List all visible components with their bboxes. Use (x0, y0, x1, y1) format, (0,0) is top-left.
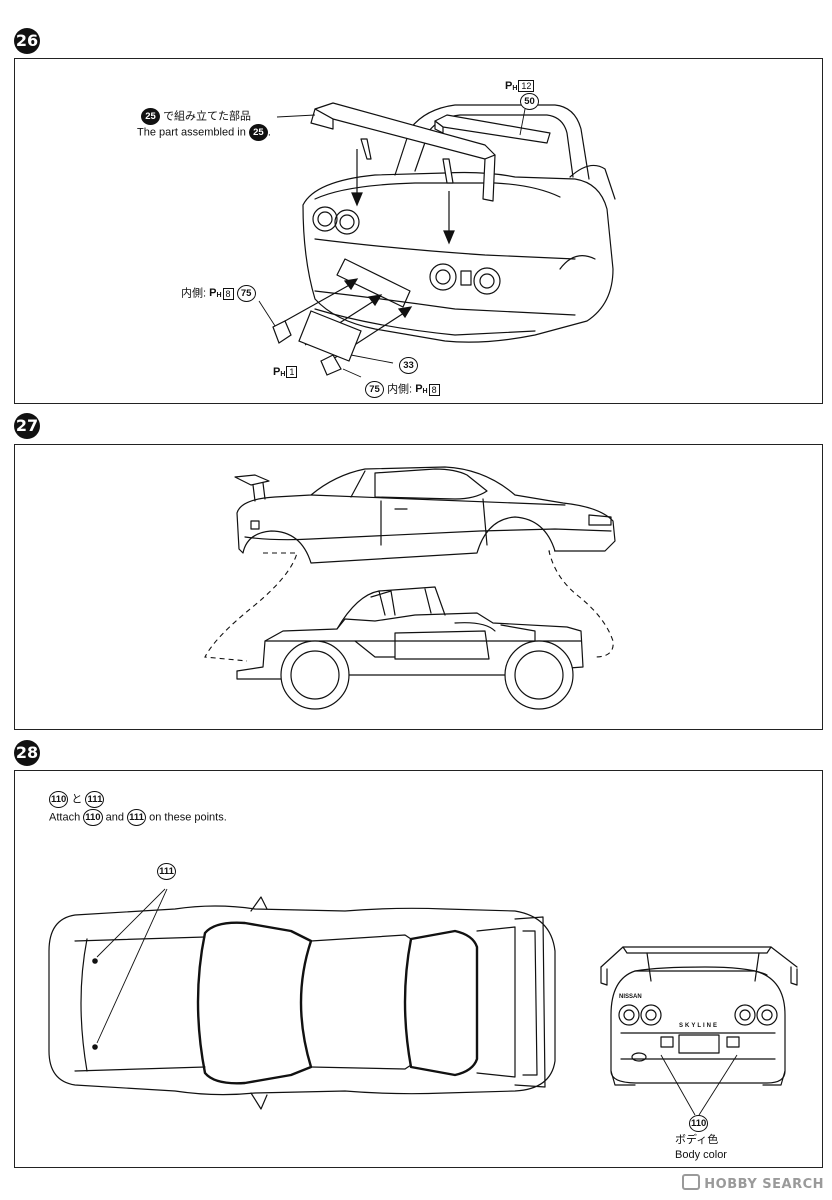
decal-111-inline: 111 (127, 809, 147, 826)
wing-part-number: 50 (520, 93, 539, 110)
body-color-jp: ボディ色 (675, 1134, 719, 1146)
ref-part-25-en: 25 (248, 124, 268, 141)
reflector-part-75-right: 75 (365, 381, 384, 398)
rear-nissan-badge: NISSAN (619, 994, 642, 1000)
step-27-body-chassis-drawing (204, 466, 616, 710)
hobby-search-watermark: HOBBY SEARCH (682, 1174, 824, 1192)
step-26-panel: 25 で組み立てた部品 The part assembled in 25. PH… (14, 58, 823, 404)
step-28-top-and-rear-drawing (48, 888, 798, 1116)
assembled-part-en-label: The part assembled in 25. (137, 124, 271, 141)
step-27-number: 27 (14, 413, 40, 439)
decal-111-ref: 111 (85, 791, 105, 808)
ref-part-25: 25 (141, 108, 160, 125)
decal-111-callout: 111 (157, 863, 176, 880)
plate-part-number: 33 (399, 357, 418, 374)
decal-110-inline: 110 (83, 809, 103, 826)
step-26-number: 26 (14, 28, 40, 54)
reflector-part-75-left: 75 (236, 285, 256, 302)
step-27-panel (14, 444, 823, 730)
rear-skyline-badge: SKYLINE (679, 1023, 720, 1029)
step-26-rear-car-drawing (258, 102, 616, 378)
assembled-part-jp-label: 25 で組み立てた部品 (141, 108, 251, 125)
decal-110-callout: 110 (689, 1115, 709, 1132)
decal-heading-jp: 110 と 111 (49, 791, 105, 808)
step-28-panel: 110 と 111 Attach 110 and 111 on these po… (14, 770, 823, 1168)
decal-heading-en: Attach 110 and 111 on these points. (49, 809, 227, 826)
step-28-number: 28 (14, 740, 40, 766)
body-color-en: Body color (675, 1149, 727, 1161)
decal-110-ref: 110 (49, 791, 69, 808)
hobby-search-logo-icon (682, 1174, 701, 1190)
